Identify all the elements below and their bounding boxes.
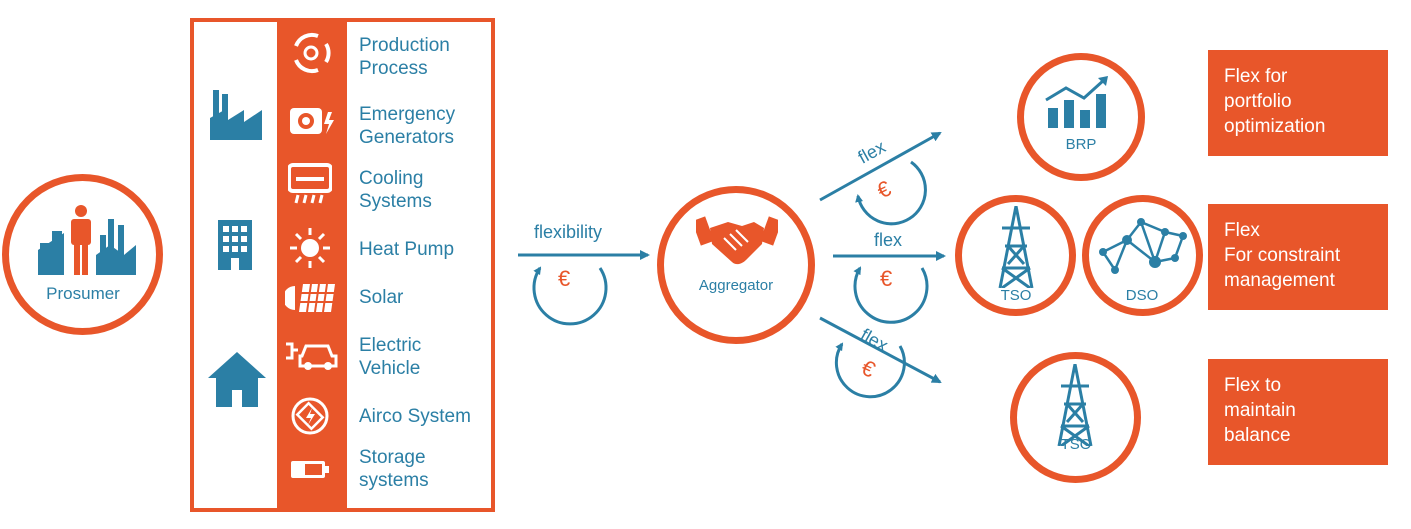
house-icon [208,352,266,407]
factory-icon [210,90,262,140]
transmission-tower-icon [998,206,1034,288]
brp-label: BRP [1065,136,1097,153]
bar-chart-icon [1045,76,1108,128]
euro-symbol-left: € [558,266,571,291]
transmission-tower-icon-bottom [1057,364,1093,446]
flex-top-arrow [819,131,942,202]
flexibility-label: flexibility [534,222,603,242]
box-maintain-balance: Flex to maintain balance [1208,359,1388,465]
office-building-icon [218,220,252,270]
euro-loop-mid [853,266,929,324]
cooling-icon [288,163,332,204]
asset-label-production-process: Production Process [359,35,450,79]
electric-vehicle-icon [286,342,338,370]
handshake-icon [696,216,778,265]
battery-icon [291,461,329,478]
euro-loop-bottom [834,342,906,399]
euro-loop-top [855,160,927,226]
network-icon [1099,218,1187,274]
dso-label: DSO [1125,287,1159,304]
tso-top-label: TSO [1000,287,1032,304]
aggregator-circle [657,186,815,344]
sun-heat-icon [290,228,330,268]
asset-label-electric-vehicle: Electric Vehicle [359,335,422,379]
prosumer-icon [38,205,136,275]
flex-bottom-arrow [819,316,942,384]
airco-icon [291,397,329,435]
aggregator-label: Aggregator [698,277,774,294]
solar-panel-icon [285,283,335,313]
production-process-icon [294,32,331,74]
generator-icon [290,108,334,134]
euro-symbol-mid: € [880,266,893,291]
asset-label-airco-system: Airco System [359,406,471,427]
asset-label-emergency-generators: Emergency Generators [359,104,456,148]
prosumer-label: Prosumer [46,284,120,303]
asset-label-storage-systems: Storage systems [359,447,429,491]
asset-label-cooling-systems: Cooling Systems [359,168,432,212]
prosumer-circle [2,174,163,335]
box-portfolio-optimization: Flex for portfolio optimization [1208,50,1388,156]
flex-label-mid: flex [874,230,903,250]
tso-bottom-label: TSO [1060,436,1092,453]
asset-label-heat-pump: Heat Pump [359,239,455,260]
box-constraint-management: Flex For constraint management [1208,204,1388,310]
euro-loop-left [532,266,608,326]
asset-label-solar: Solar [359,287,404,308]
